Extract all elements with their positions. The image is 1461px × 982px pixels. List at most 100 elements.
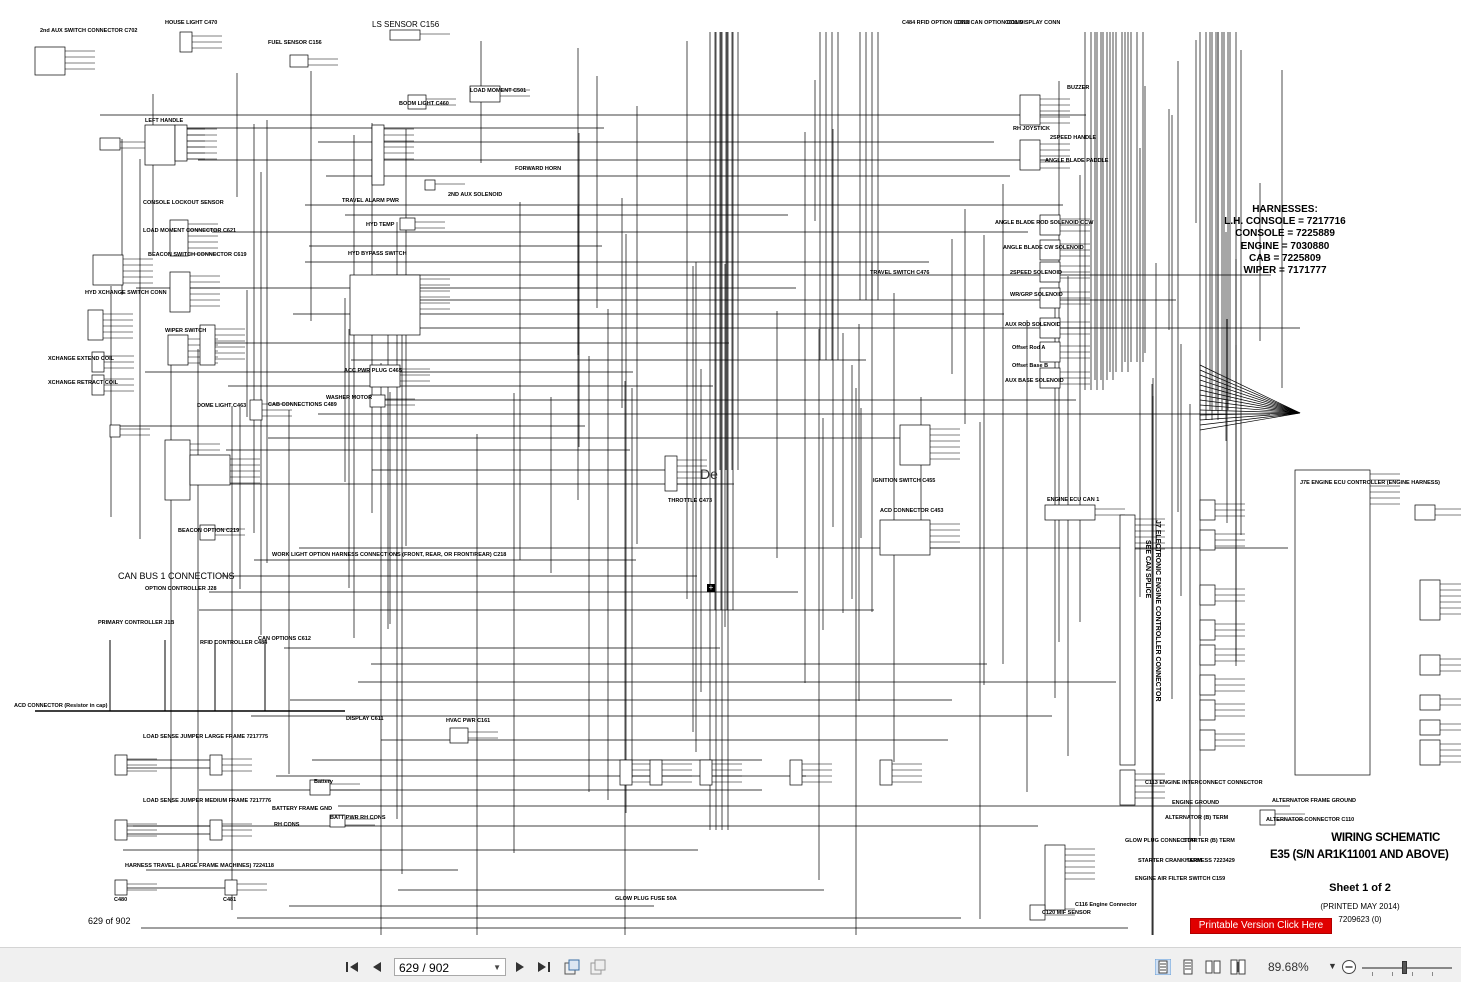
connector-block	[34, 46, 66, 76]
harnesses-block: HARNESSES: L.H. CONSOLE = 7217716 CONSOL…	[1210, 204, 1360, 277]
last-page-icon[interactable]	[537, 960, 551, 974]
connector-block	[1199, 729, 1216, 751]
connector-block	[1199, 529, 1216, 551]
connector-block	[309, 779, 331, 796]
component-label: C113 ENGINE INTERCONNECT CONNECTOR	[1145, 780, 1263, 786]
component-label: C481	[223, 897, 237, 903]
component-label: HYD TEMP	[366, 222, 395, 228]
component-label: CONSOLE LOCKOUT SENSOR	[143, 200, 224, 206]
connector-block	[164, 439, 191, 501]
component-label: ENGINE AIR FILTER SWITCH C159	[1135, 876, 1226, 882]
zoom-slider-thumb[interactable]	[1402, 961, 1407, 974]
component-label: RFID CONTROLLER C484	[200, 640, 268, 646]
component-label: C612 CAN OPTION CONN	[956, 20, 1023, 26]
connector-block	[1414, 504, 1436, 521]
component-label: LOAD MOMENT CONNECTOR C621	[143, 228, 237, 234]
connector-block	[87, 309, 104, 341]
component-label: C480	[114, 897, 128, 903]
zoom-level[interactable]: 89.68%	[1268, 960, 1309, 974]
zoom-dropdown-icon[interactable]: ▼	[1328, 961, 1337, 971]
connector-block	[1019, 94, 1041, 126]
component-label: FORWARD HORN	[515, 166, 562, 172]
connector-block	[329, 814, 346, 828]
first-page-icon[interactable]	[345, 960, 359, 974]
rotate-page-icon[interactable]	[563, 958, 581, 976]
connector-block	[399, 217, 416, 231]
connector-block	[369, 394, 386, 408]
component-label: 2ND AUX SOLENOID	[448, 192, 503, 198]
component-label: ANGLE BLADE PADDLE	[1045, 158, 1109, 164]
component-label: ANGLE BLADE CW SOLENOID	[1003, 245, 1084, 251]
zoom-slider[interactable]	[1362, 967, 1452, 969]
connector-block	[114, 879, 128, 896]
printable-version-button[interactable]: Printable Version Click Here	[1190, 918, 1332, 934]
wire	[1199, 364, 1301, 414]
connector-block	[699, 759, 713, 786]
connector-block	[1039, 261, 1061, 283]
two-page-view-icon[interactable]	[1205, 959, 1221, 975]
copy-page-icon[interactable]	[589, 958, 607, 976]
plus-icon[interactable]: +	[707, 583, 715, 592]
component-label: 2nd AUX SWITCH CONNECTOR C702	[40, 28, 138, 34]
component-label: 2SPEED HANDLE	[1050, 135, 1097, 141]
connector-block	[1029, 904, 1046, 921]
connector-block	[114, 754, 128, 776]
previous-page-icon[interactable]	[372, 960, 382, 974]
single-page-view-icon[interactable]	[1155, 959, 1171, 975]
connector-block	[389, 29, 421, 41]
component-label: STARTER (B) TERM	[1183, 838, 1235, 844]
wire	[1199, 412, 1301, 416]
component-label: RH JOYSTICK	[1013, 126, 1050, 132]
connector-block	[789, 759, 803, 786]
next-page-icon[interactable]	[515, 960, 525, 974]
wiring-schematic	[34, 29, 1461, 935]
connector-block	[1419, 719, 1441, 736]
component-label: TRAVEL ALARM PWR	[342, 198, 400, 204]
connector-block	[209, 819, 223, 841]
connector-block	[1199, 499, 1216, 521]
decal-text: De	[700, 466, 718, 482]
component-label: PRIMARY CONTROLLER J1B	[98, 620, 175, 626]
sheet-number: Sheet 1 of 2	[1329, 882, 1391, 894]
document-viewport[interactable]: LS SENSOR C156 CAN BUS 1 CONNECTIONS De …	[0, 0, 1461, 945]
connector-block	[1199, 584, 1216, 606]
connector-block	[349, 274, 421, 336]
connector-block	[469, 85, 501, 103]
component-label: AUX BASE SOLENOID	[1005, 378, 1064, 384]
component-label: ACD CONNECTOR (Resistor in cap)	[14, 703, 108, 709]
component-label: ALTERNATOR (B) TERM	[1165, 815, 1229, 821]
component-label: WIPER SWITCH	[165, 328, 207, 334]
component-label: GLOW PLUG CONNECTOR	[1125, 838, 1196, 844]
component-label: XCHANGE EXTEND COIL	[48, 356, 115, 362]
harness-line: ENGINE = 7030880	[1240, 240, 1330, 252]
connector-block	[369, 364, 401, 388]
component-label: WORK LIGHT OPTION HARNESS CONNECTIONS (F…	[272, 552, 507, 558]
connector-block	[407, 94, 427, 110]
schematic-subtitle: E35 (S/N AR1K11001 AND ABOVE)	[1270, 849, 1449, 861]
zoom-out-icon[interactable]	[1341, 959, 1357, 975]
connector-block	[1039, 214, 1061, 236]
connector-block	[619, 759, 633, 786]
schematic-title: WIRING SCHEMATIC	[1331, 832, 1440, 844]
connector-block	[1419, 579, 1441, 621]
connector-block	[371, 124, 385, 186]
page-number-field[interactable]: 629 / 902 ▼	[394, 958, 506, 976]
two-page-continuous-icon[interactable]	[1230, 959, 1246, 975]
connector-block	[91, 351, 105, 373]
connector-block	[664, 455, 678, 492]
component-label: THROTTLE C473	[668, 498, 713, 504]
component-label: HVAC PWR C161	[446, 718, 491, 724]
connector-block	[91, 374, 105, 396]
connector-block	[1259, 809, 1276, 826]
harnesses-heading: HARNESSES:	[1252, 204, 1318, 215]
wire	[1199, 399, 1301, 414]
viewer-toolbar: 629 / 902 ▼ 89.68% ▼	[0, 947, 1461, 982]
connector-block	[1119, 514, 1136, 766]
component-label: XCHANGE RETRACT COIL	[48, 380, 118, 386]
slider-tick	[1412, 972, 1413, 976]
chevron-down-icon[interactable]: ▼	[493, 963, 501, 972]
continuous-view-icon[interactable]	[1180, 959, 1196, 975]
connector-block	[1044, 844, 1066, 911]
connector-block	[1419, 694, 1441, 711]
connector-block	[114, 819, 128, 841]
